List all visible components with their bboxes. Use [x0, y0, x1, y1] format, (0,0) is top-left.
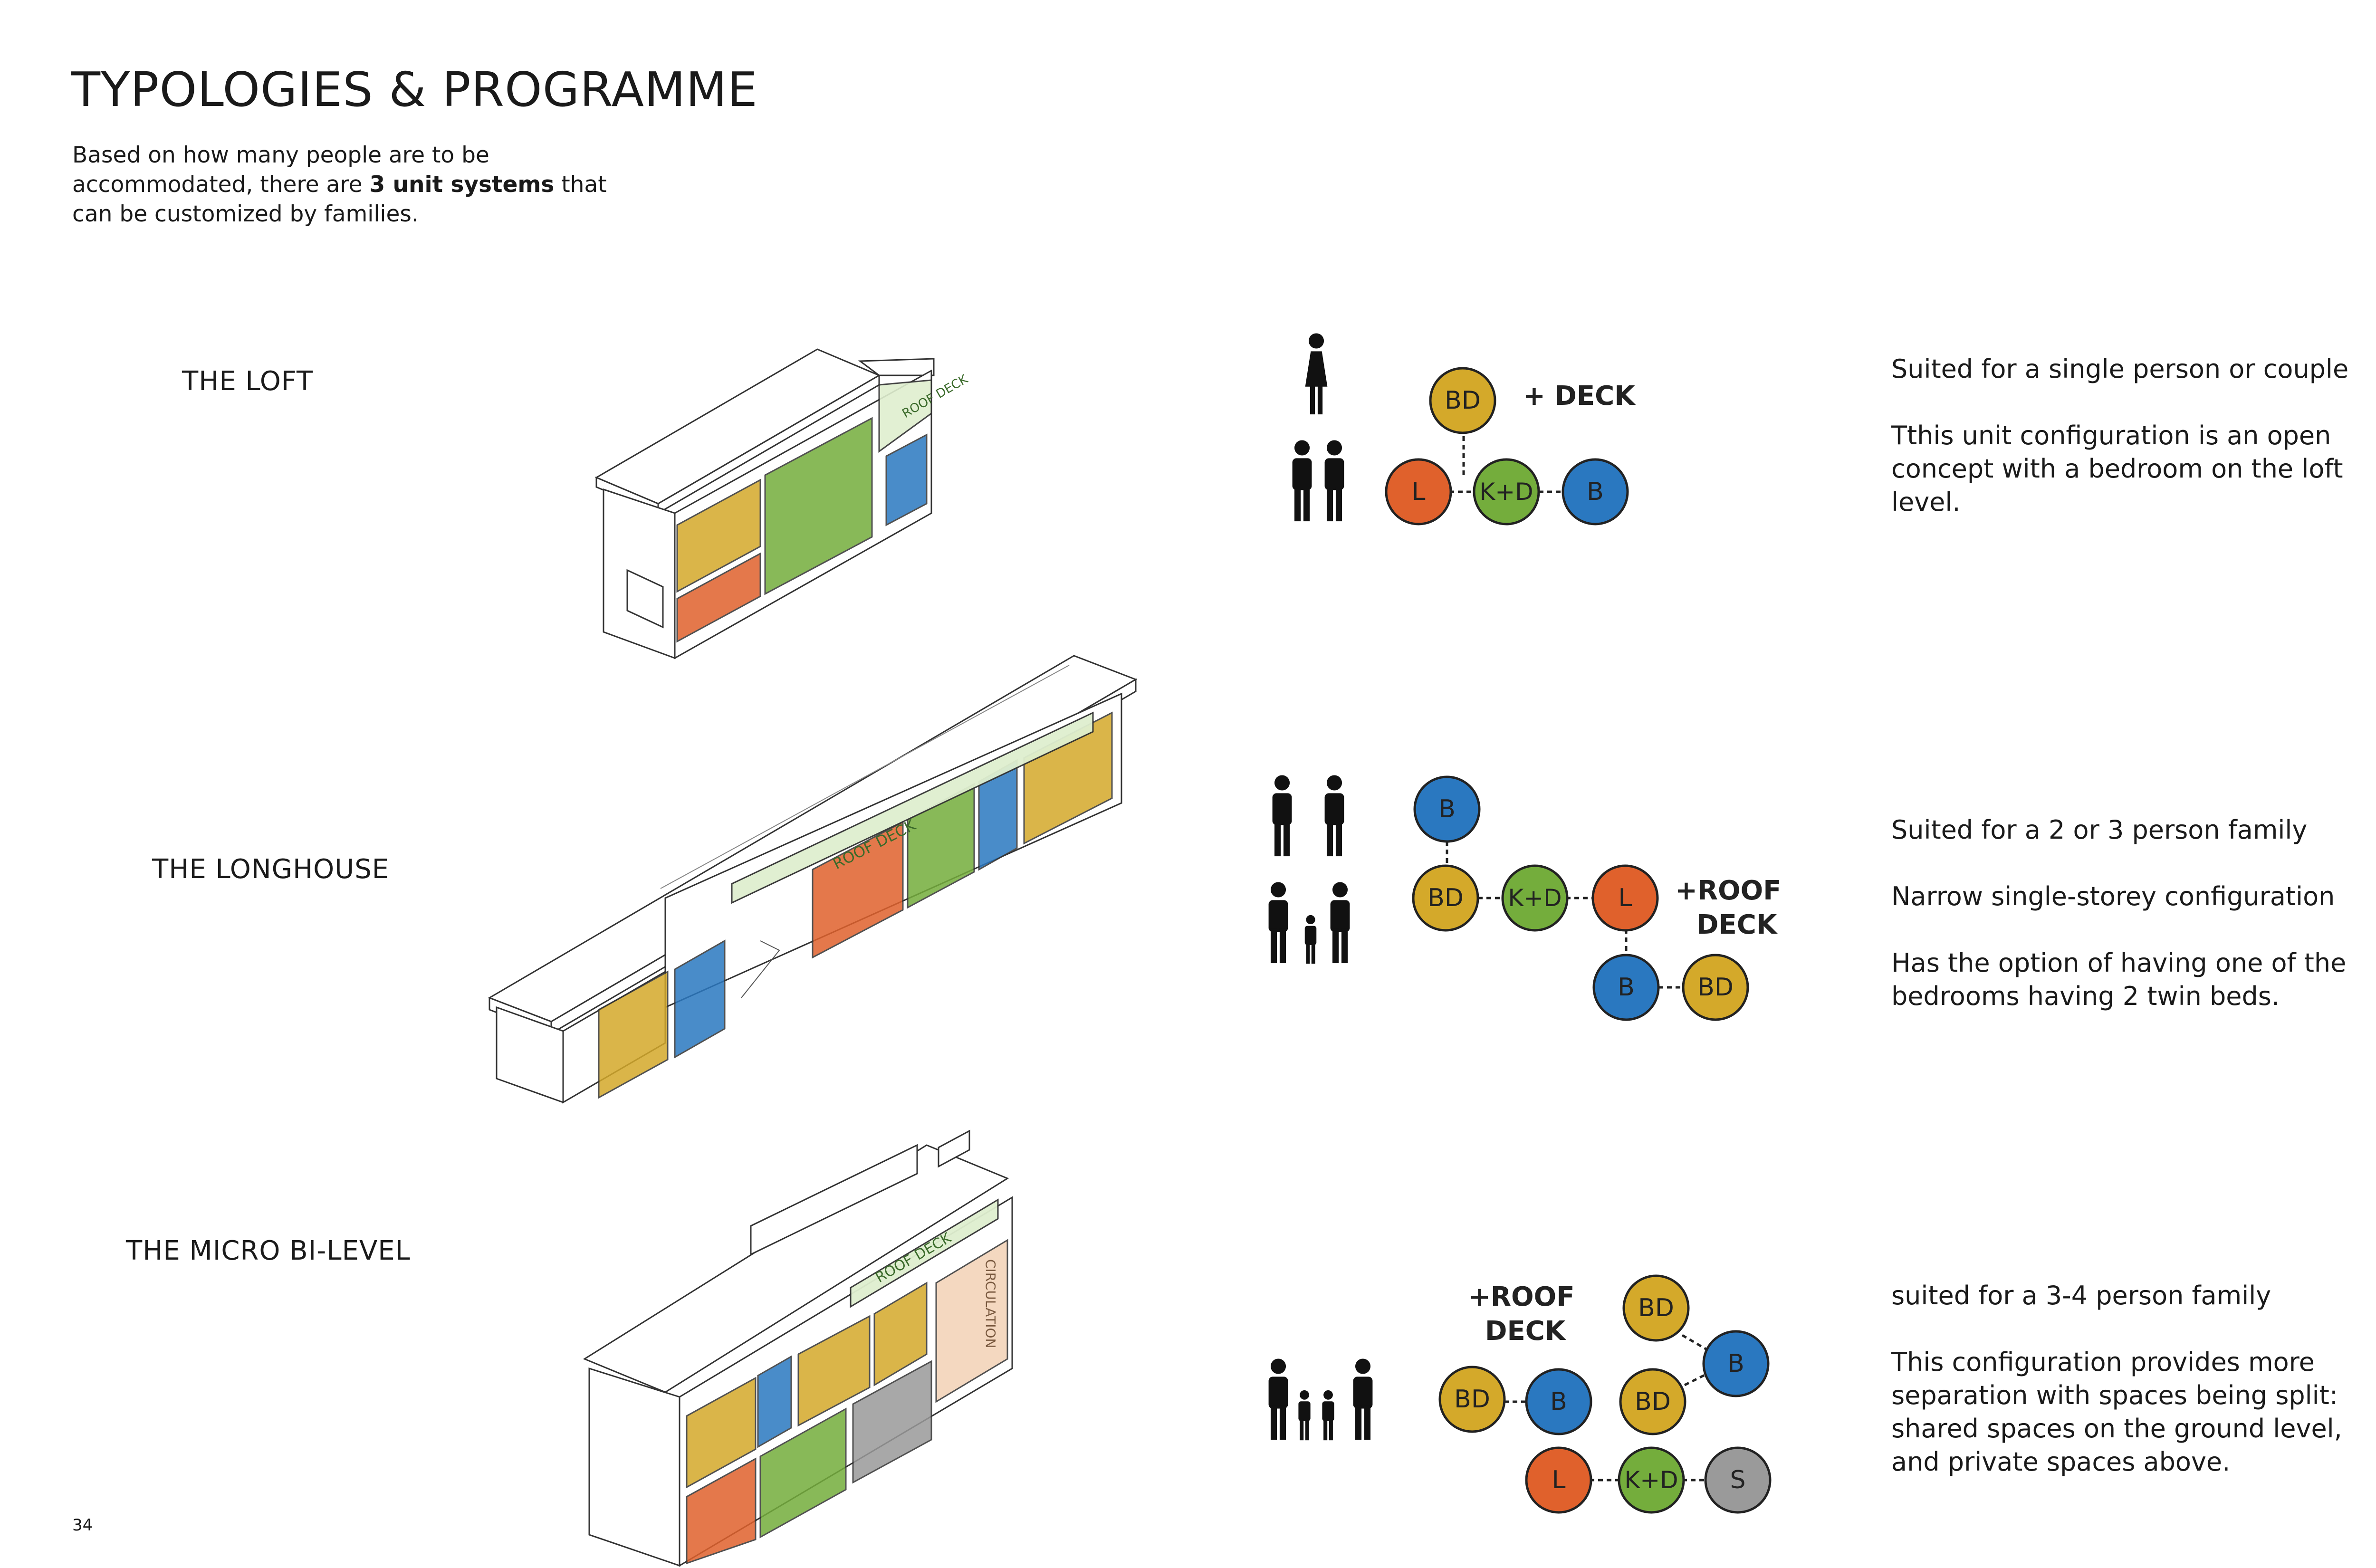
- micro-program-diagram: BD B BD B BD L K+D S +ROOF DECK: [1268, 1274, 1772, 1514]
- room-bedroom-label: BD: [1454, 1385, 1490, 1414]
- intro-text: Based on how many people are to be accom…: [72, 141, 619, 229]
- room-kitchen-dining-label: K+D: [1624, 1466, 1678, 1494]
- longhouse-axonometric: [488, 655, 1138, 1104]
- longhouse-desc-line: Suited for a 2 or 3 person family: [1891, 815, 2308, 845]
- child-icon: [1298, 1390, 1311, 1441]
- room-kitchen-dining-label: K+D: [1479, 478, 1533, 506]
- room-bath-label: B: [1618, 973, 1635, 1002]
- longhouse-desc-line: Has the option of having one of the bedr…: [1891, 948, 2347, 1011]
- micro-description: suited for a 3-4 person family This conf…: [1891, 1279, 2376, 1479]
- person-icon: [1268, 1358, 1288, 1440]
- person-icon: [1330, 882, 1350, 964]
- longhouse-description: Suited for a 2 or 3 person family Narrow…: [1891, 813, 2376, 1013]
- intro-text-part: Based on how many people are to be accom…: [72, 142, 489, 198]
- micro-desc-line: suited for a 3-4 person family: [1891, 1281, 2271, 1310]
- typology-label-loft: THE LOFT: [182, 366, 314, 397]
- room-bedroom-label: BD: [1638, 1294, 1674, 1322]
- longhouse-extra-label: +ROOF: [1675, 875, 1782, 906]
- room-bedroom-label: BD: [1635, 1387, 1671, 1416]
- longhouse-program-diagram: B BD K+D L B BD +ROOF DECK: [1268, 775, 1782, 1021]
- micro-extra-label: +ROOF: [1468, 1281, 1575, 1312]
- person-icon: [1324, 440, 1344, 522]
- micro-desc-line: This configuration provides more separat…: [1891, 1347, 2342, 1477]
- room-storage-label: S: [1730, 1466, 1745, 1494]
- page-title: TYPOLOGIES & PROGRAMME: [71, 62, 758, 117]
- room-living-label: L: [1619, 884, 1632, 912]
- person-icon: [1353, 1358, 1373, 1440]
- typology-label-longhouse: THE LONGHOUSE: [152, 854, 390, 885]
- longhouse-extra-label: DECK: [1696, 909, 1778, 940]
- person-icon: [1324, 775, 1344, 857]
- child-icon: [1304, 915, 1317, 964]
- room-bedroom-label: BD: [1428, 884, 1464, 912]
- person-icon: [1272, 775, 1292, 857]
- room-bath-label: B: [1438, 795, 1456, 823]
- loft-extra-label: + DECK: [1523, 381, 1636, 411]
- loft-axonometric: [594, 348, 935, 660]
- page-number-left: 34: [72, 1516, 93, 1535]
- child-icon: [1322, 1390, 1334, 1441]
- room-kitchen-dining-label: K+D: [1508, 884, 1562, 912]
- longhouse-desc-line: Narrow single-storey configuration: [1891, 881, 2335, 911]
- room-living-label: L: [1412, 478, 1426, 506]
- person-icon: [1268, 882, 1288, 964]
- room-bath-label: B: [1727, 1349, 1744, 1378]
- loft-desc-line: Suited for a single person or couple: [1891, 354, 2349, 384]
- room-bedroom-label: BD: [1697, 973, 1734, 1002]
- room-bath-label: B: [1587, 478, 1604, 506]
- person-icon: [1292, 440, 1312, 522]
- micro-bilevel-axonometric: [583, 1129, 1013, 1567]
- intro-text-part: that can be customized by families.: [72, 172, 607, 227]
- loft-description: Suited for a single person or couple Tth…: [1891, 353, 2376, 519]
- typology-label-micro-bilevel: THE MICRO BI-LEVEL: [126, 1235, 411, 1266]
- micro-extra-label: DECK: [1485, 1316, 1567, 1347]
- room-bedroom-label: BD: [1445, 386, 1481, 415]
- loft-program-diagram: BD L K+D B + DECK: [1292, 333, 1636, 526]
- room-living-label: L: [1552, 1466, 1566, 1494]
- micro-circulation-label: CIRCULATION: [983, 1259, 998, 1348]
- woman-icon: [1305, 333, 1328, 415]
- room-bath-label: B: [1550, 1387, 1567, 1416]
- intro-bold: 3 unit systems: [369, 172, 555, 198]
- loft-desc-line: Tthis unit configuration is an open conc…: [1891, 421, 2343, 517]
